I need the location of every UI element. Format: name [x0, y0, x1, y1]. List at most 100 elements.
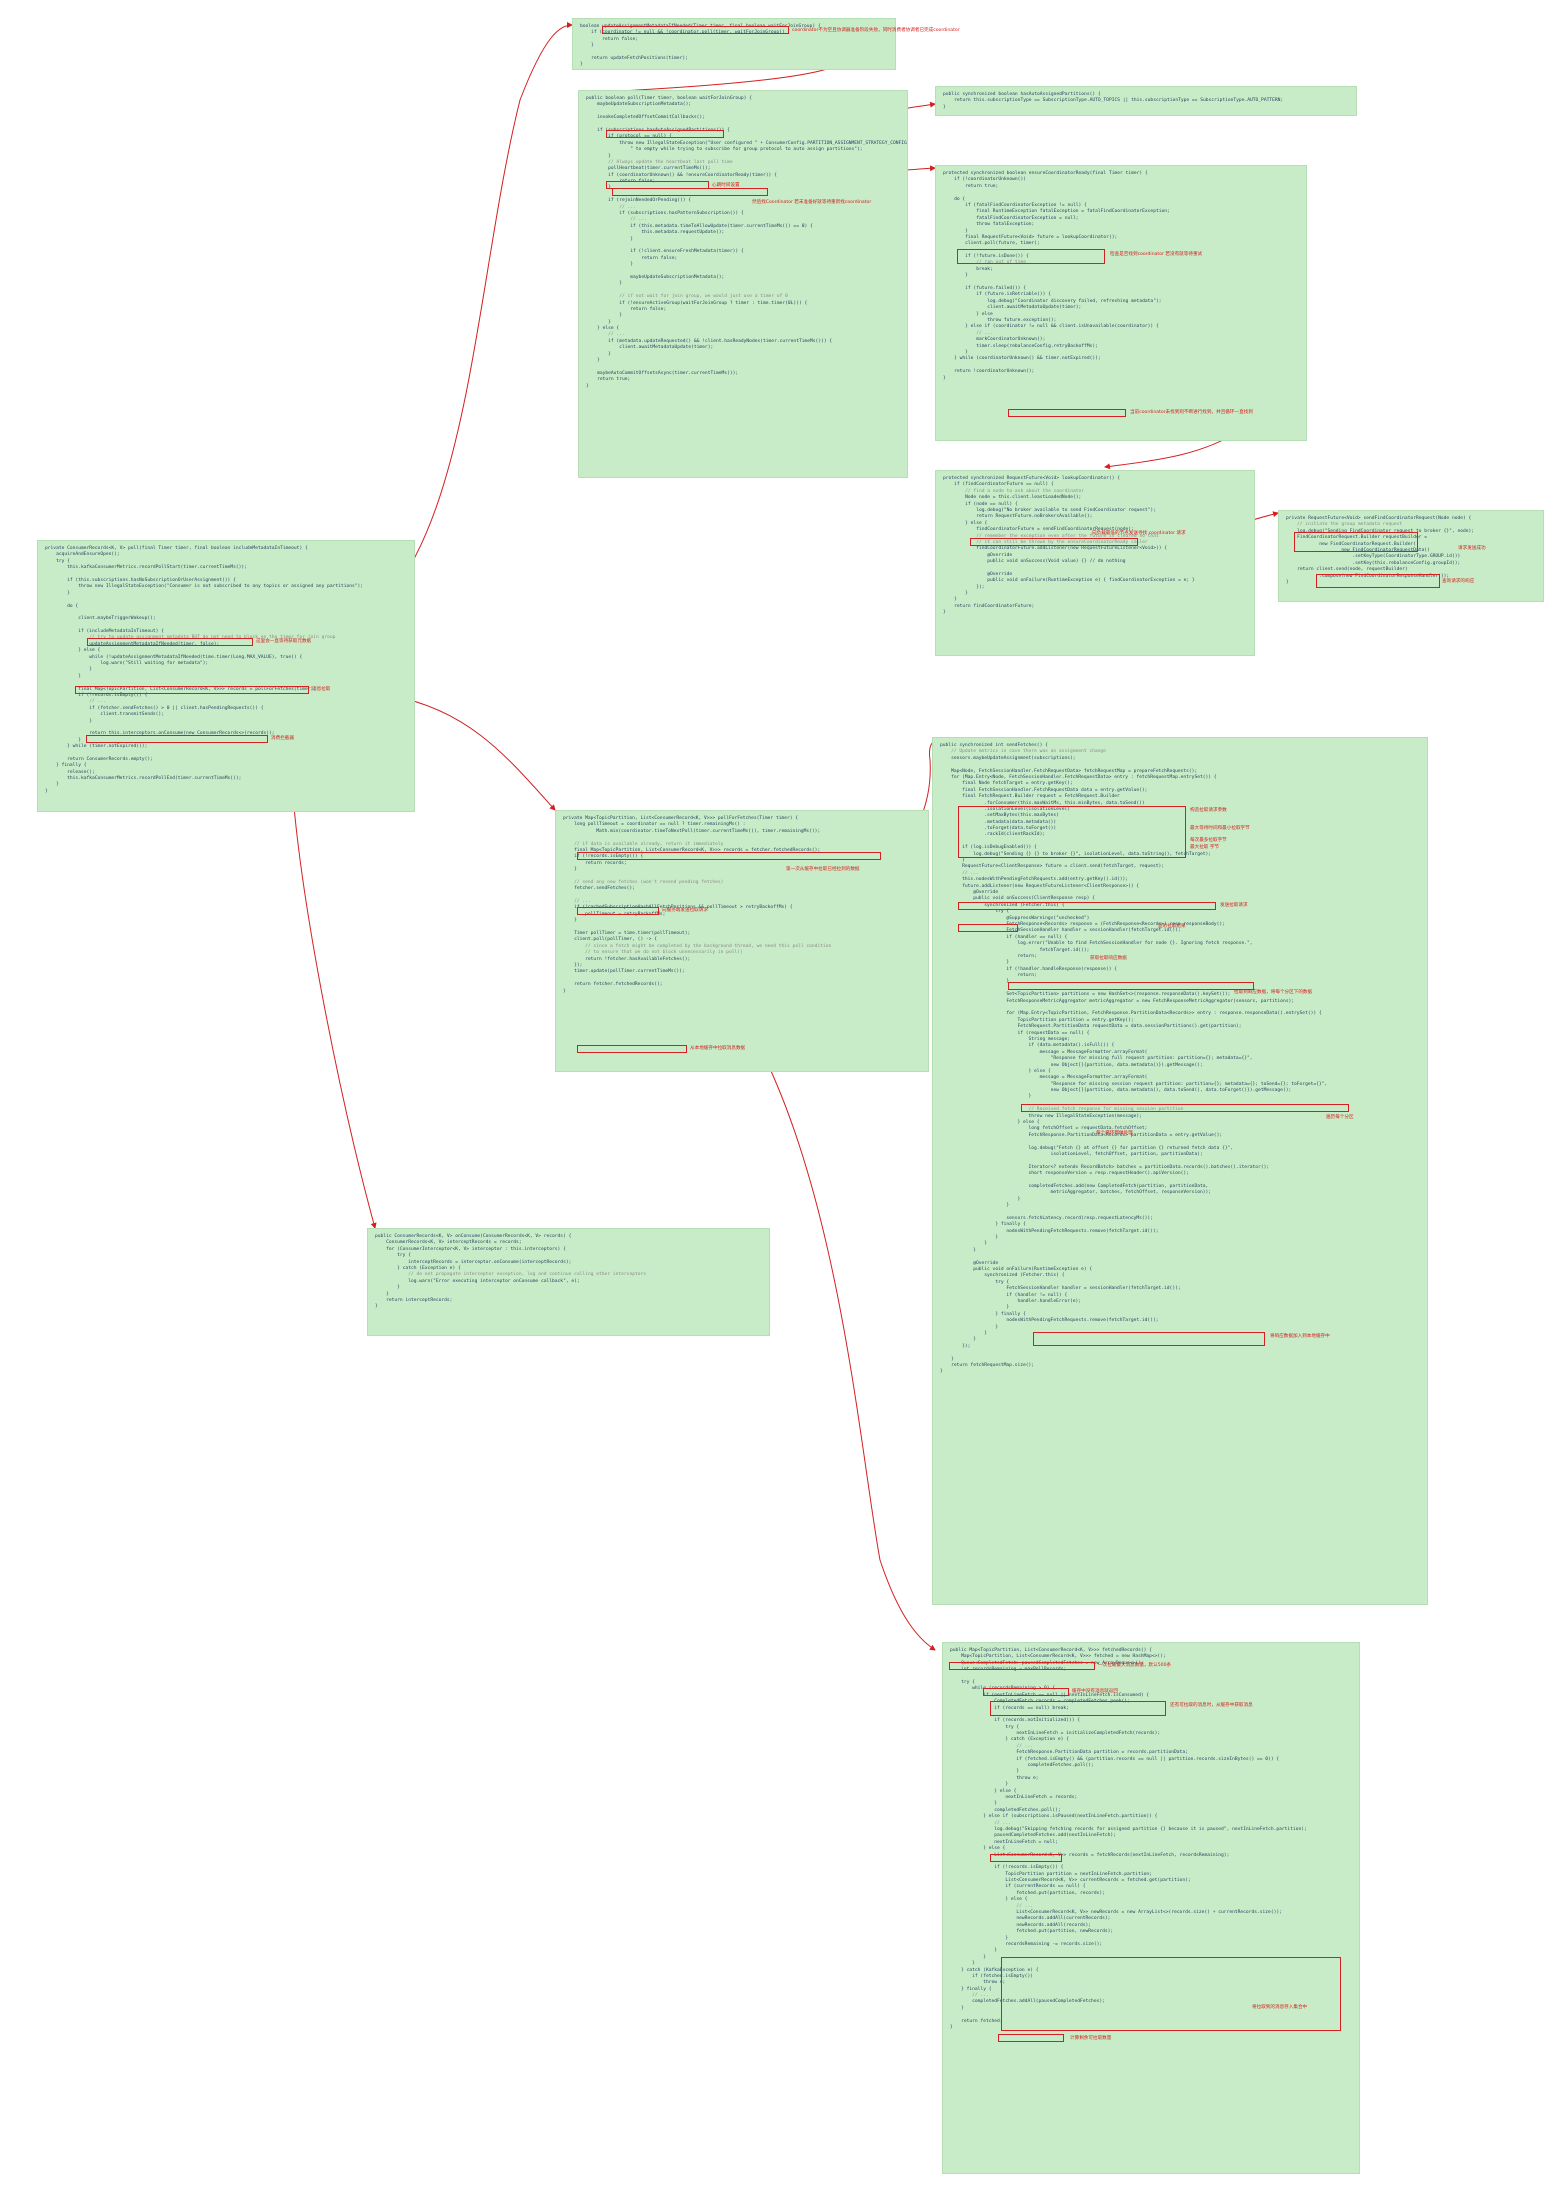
code-line: "Response for missing full request parti…: [940, 1056, 1253, 1062]
code-line: timer.update(pollTimer.currentTimeMs());: [563, 969, 685, 975]
annotation-note: 发送拉取请求: [1220, 903, 1248, 908]
code-line: FetchSessionHandler handler = sessionHan…: [940, 928, 1181, 934]
code-line: }: [45, 667, 93, 673]
code-line: return false;: [586, 306, 667, 312]
code-line: release();: [45, 769, 95, 775]
code-line: } finally {: [950, 1986, 992, 1992]
code-line: return fetcher.fetchedRecords();: [563, 982, 663, 988]
code-line: for (Map.Entry<TopicPartition, FetchResp…: [940, 1011, 1322, 1017]
highlight-fetch-request-builder: [958, 806, 1186, 858]
code-line: try {: [375, 1253, 411, 1259]
code-line: new FindCoordinatorRequest.Builder(: [1286, 541, 1416, 547]
annotation-note: 监听拉取结果: [1158, 924, 1186, 929]
highlight-ensure-coordinator-ready: [612, 188, 768, 196]
highlight-while-records-remaining: [983, 1688, 1069, 1696]
highlight-response-entry-set: [1021, 1104, 1349, 1112]
highlight-fetched-put: [1001, 1957, 1341, 2031]
code-line: .setKey(this.rebalanceConfig.groupId));: [1286, 560, 1461, 566]
code-line: FetchRequest.PartitionData requestData =…: [940, 1024, 1242, 1030]
code-line: if (!ensureActiveGroup(waitForJoinGroup …: [586, 300, 808, 306]
code-line: TopicPartition partition = entry.getKey(…: [940, 1017, 1134, 1023]
code-line: new FindCoordinatorRequestData(): [1286, 547, 1430, 553]
code-line: });: [563, 962, 583, 968]
code-line: completedFetches.addAll(pausedCompletedF…: [950, 1999, 1105, 2005]
code-line: }: [586, 153, 611, 159]
code-line: }: [950, 1769, 1020, 1775]
arrow-poll-for-fetches: [391, 695, 556, 811]
code-line: sensors.maybeUpdateAssignment(subscripti…: [940, 755, 1076, 761]
code-line: .compose(new FindCoordinatorResponseHand…: [1286, 573, 1450, 579]
code-line: acquireAndEnsureOpen();: [45, 552, 120, 558]
code-line: }: [45, 788, 48, 794]
annotation-note: 向服务端发送拉取请求: [662, 908, 708, 913]
code-line: // remember the exception even after the…: [943, 533, 1159, 539]
code-line: synchronized (Fetcher.this) {: [940, 902, 1065, 908]
code-line: }: [943, 610, 946, 616]
code-line: @Override: [943, 552, 1013, 558]
code-line: }: [375, 1285, 400, 1291]
code-line: fetcher.sendFetches();: [563, 886, 635, 892]
code-line: }: [563, 867, 577, 873]
code-line: client.poll(future, timer);: [943, 241, 1040, 247]
code-line: throw e;: [950, 1980, 1006, 1986]
code-line: nextInLineFetch = initializeCompletedFet…: [950, 1731, 1161, 1737]
code-line: log.debug("No broker available to send F…: [943, 507, 1156, 513]
code-line: }: [563, 918, 577, 924]
code-line: } catch (Exception e) {: [950, 1737, 1069, 1743]
code-line: if (records.notInitialized()) {: [950, 1718, 1080, 1724]
code-line: FetchResponseMetricAggregator metricAggr…: [940, 998, 1295, 1004]
annotation-note: 还有可拉取的消息时，从缓存中获取消息: [1170, 1703, 1253, 1708]
code-line: List<ConsumerRecord<K, V>> newRecords = …: [950, 1910, 1282, 1916]
code-line: .setMaxBytes(this.maxBytes): [940, 813, 1059, 819]
code-line: final Node fetchTarget = entry.getKey();: [940, 781, 1073, 787]
code-line: short responseVersion = resp.requestHead…: [940, 1171, 1189, 1177]
code-line: return;: [940, 953, 1037, 959]
code-line: }: [45, 590, 70, 596]
code-line: }: [580, 62, 583, 68]
highlight-completed-fetches-poll: [990, 1854, 1062, 1862]
code-line: if (fetched.isEmpty() && (partition.reco…: [950, 1756, 1280, 1762]
code-line: return true;: [943, 183, 999, 189]
code-line: return RequestFuture.noBrokersAvailable(…: [943, 514, 1093, 520]
code-line: }: [586, 383, 589, 389]
code-line: final FetchSessionHandler.FetchRequestDa…: [940, 787, 1148, 793]
code-line: }: [940, 1356, 954, 1362]
code-line: return records;: [563, 860, 627, 866]
code-line: } catch (Exception e) {: [375, 1265, 461, 1271]
code-line: // it can still be thrown by the ensureC…: [943, 539, 1148, 545]
code-line: sensors.fetchLatency.record(resp.request…: [940, 1215, 1153, 1221]
code-line: // ...: [586, 204, 636, 210]
code-line: }: [586, 351, 611, 357]
code-line: client.maybeTriggerWakeup();: [45, 616, 156, 622]
code-line: log.debug("Sending {} {} to broker {}", …: [940, 851, 1212, 857]
code-line: if (this.subscriptions.hasNoSubscription…: [45, 577, 236, 583]
code-line: throw new IllegalStateException("Consume…: [45, 584, 364, 590]
code-line: public synchronized boolean hasAutoAssig…: [943, 92, 1101, 97]
code-line: return;: [940, 973, 1037, 979]
code-line: }: [950, 1801, 998, 1807]
code-line: } else {: [943, 520, 988, 526]
code-line: if (includeMetadataInTimeout) {: [45, 629, 164, 635]
code-line: FindCoordinatorRequest.Builder requestBu…: [1286, 535, 1428, 541]
code-line: } else {: [940, 1120, 1040, 1126]
highlight-response-body: [1008, 982, 1254, 990]
code-line: FetchSessionHandler handler = sessionHan…: [940, 1286, 1181, 1292]
code-line: this.kafkaConsumerMetrics.recordPollStar…: [45, 565, 247, 571]
code-line: public void onSuccess(Void value) {} // …: [943, 559, 1126, 565]
code-line: }: [940, 858, 965, 864]
code-line: nextInLineFetch = records;: [950, 1794, 1078, 1800]
code-line: markCoordinatorUnknown();: [943, 337, 1046, 343]
annotation-note: 最大等待时间和最小拉取字节: [1190, 826, 1250, 831]
code-line: } else {: [45, 648, 101, 654]
code-line: public void onSuccess(ClientResponse res…: [940, 896, 1095, 902]
code-line: } finally {: [940, 1311, 1026, 1317]
code-line: ConsumerRecords<K, V> interceptRecords =…: [375, 1240, 522, 1246]
code-line: }: [940, 960, 1010, 966]
code-line: for (ConsumerInterceptor<K, V> intercept…: [375, 1246, 566, 1252]
code-line: public boolean poll(Timer timer, boolean…: [586, 96, 752, 101]
code-line: }: [586, 319, 611, 325]
code-line: if (fetcher.sendFetches() > 0 || client.…: [45, 705, 264, 711]
code-line: synchronized (Fetcher.this) {: [940, 1273, 1065, 1279]
code-line: } else if (subscriptions.isPaused(nextIn…: [950, 1814, 1158, 1820]
code-line: }: [586, 313, 622, 319]
